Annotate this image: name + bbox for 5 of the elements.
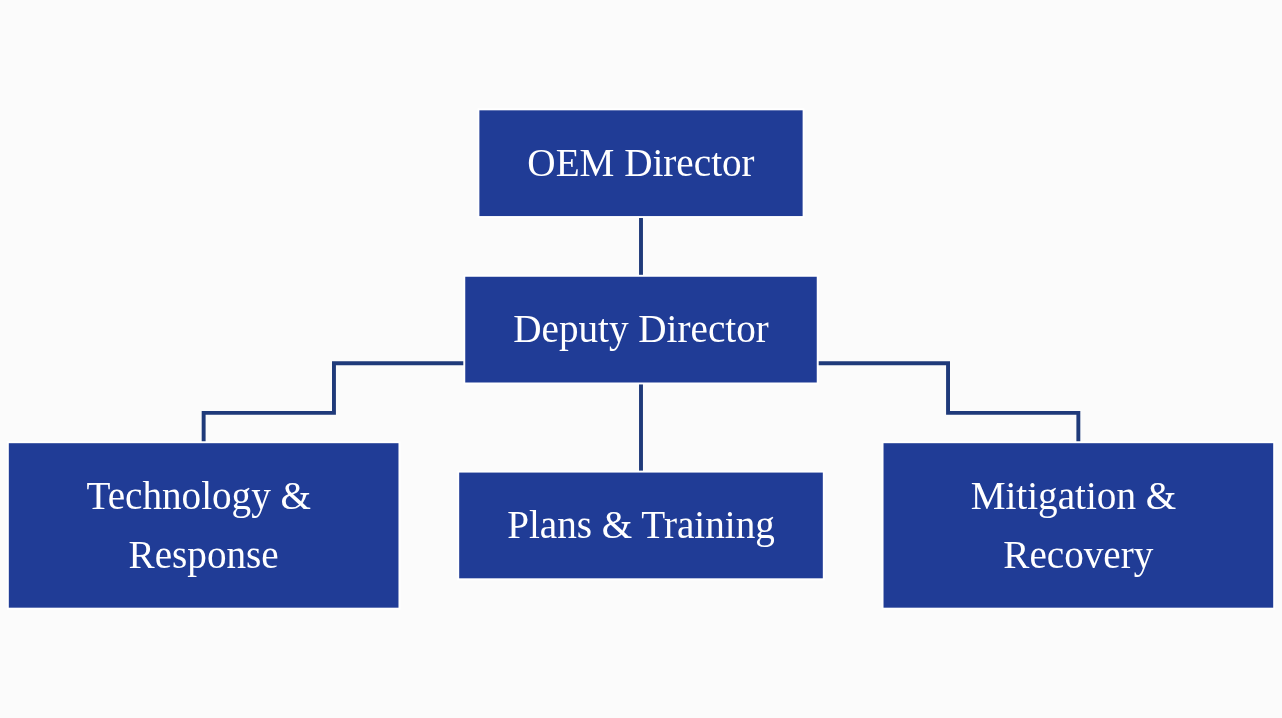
node-box: OEM Director bbox=[477, 108, 805, 218]
node-box: Mitigation & Recovery bbox=[881, 441, 1276, 610]
node-box: Deputy Director bbox=[463, 274, 819, 385]
node-box: Plans & Training bbox=[457, 470, 825, 581]
node-box: Technology & Response bbox=[6, 441, 401, 610]
